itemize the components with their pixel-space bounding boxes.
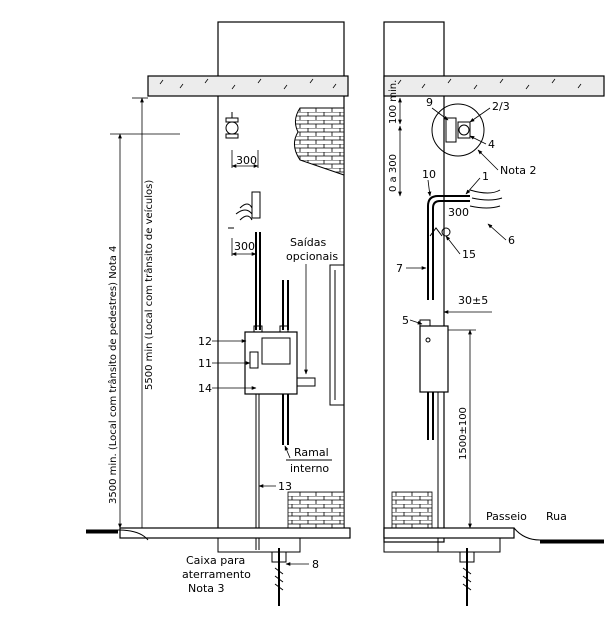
ramal-line2: interno (290, 462, 329, 475)
dim-1500: 1500±100 (458, 407, 469, 460)
side-bricks (391, 491, 433, 531)
meter-box (244, 331, 298, 395)
caixa-line2: aterramento (182, 568, 251, 581)
label-5: 5 (402, 314, 409, 327)
caixa-line1: Caixa para (186, 554, 245, 567)
side-slab-texture (397, 78, 582, 90)
front-bricks (287, 491, 345, 531)
dim-100-min: 100 min. (388, 80, 399, 124)
side-ground (383, 527, 515, 539)
saidas-line1: Saídas (290, 236, 327, 249)
rua: Rua (546, 510, 567, 523)
label-2-3: 2/3 (492, 100, 510, 113)
label-6: 6 (508, 234, 515, 247)
slab-texture (159, 78, 337, 90)
insulator-icon (225, 112, 239, 139)
label-11: 11 (198, 357, 212, 370)
label-10: 10 (422, 168, 436, 181)
dim-300-upper: 300 (236, 154, 257, 167)
front-wall (217, 21, 345, 531)
dim-0-a-300: 0 a 300 (388, 154, 399, 192)
passeio: Passeio (486, 510, 527, 523)
label-7: 7 (396, 262, 403, 275)
nota-2: Nota 2 (500, 164, 537, 177)
label-4: 4 (488, 138, 495, 151)
ramal-line1: Ramal (294, 446, 329, 459)
dim-300-side: 300 (448, 206, 469, 219)
nota-3: Nota 3 (188, 582, 225, 595)
saidas-line2: opcionais (286, 250, 338, 263)
label-1: 1 (482, 170, 489, 183)
front-view: 300 300 Saídas opcionais (86, 21, 351, 606)
front-brick-opening (294, 107, 345, 176)
dim-300-lower: 300 (234, 240, 255, 253)
detail-circle (431, 103, 485, 157)
service-head-icon (235, 191, 261, 221)
side-service-head (427, 195, 470, 300)
grounding-rod-icon (271, 548, 287, 606)
label-12: 12 (198, 335, 212, 348)
side-meter-box (419, 325, 449, 393)
label-15: 15 (462, 248, 476, 261)
label-14: 14 (198, 382, 212, 395)
front-slab (147, 75, 349, 97)
front-ground (119, 527, 351, 539)
front-window (329, 264, 345, 406)
label-8: 8 (312, 558, 319, 571)
label-13: 13 (278, 480, 292, 493)
dim-30: 30±5 (458, 294, 488, 307)
side-view: 100 min. 0 a 300 9 2/3 4 Nota 2 10 1 300… (383, 21, 605, 606)
vert-dim-inner: 5500 min (Local com trânsito de veículos… (143, 180, 155, 390)
side-slab (383, 75, 605, 97)
label-9: 9 (426, 96, 433, 109)
vert-dim-outer: 3500 min. (Local com trânsito de pedestr… (107, 246, 119, 504)
side-grounding-rod-icon (459, 548, 475, 606)
